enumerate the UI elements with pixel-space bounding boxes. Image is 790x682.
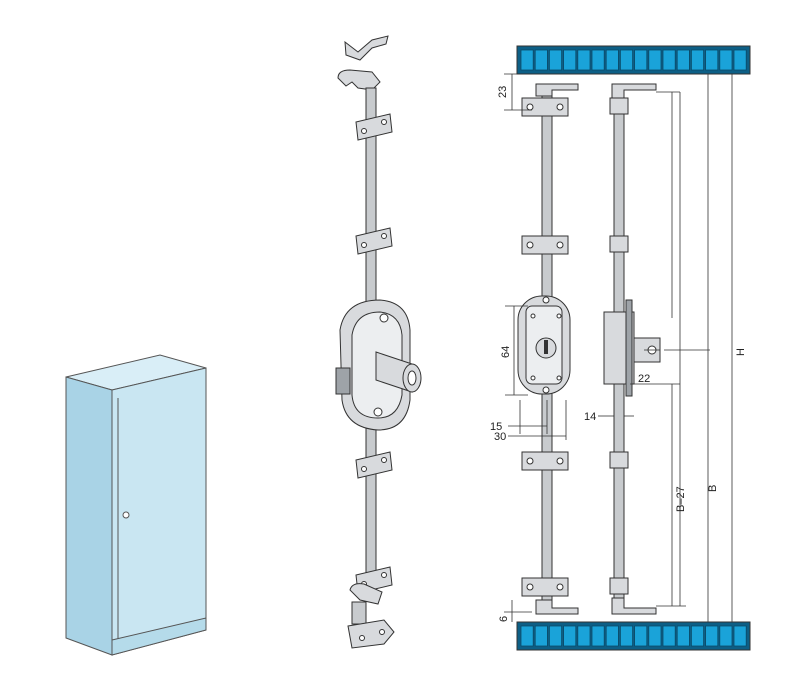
frame-cell bbox=[591, 625, 605, 647]
cabinet-front bbox=[111, 367, 207, 656]
front-guide-4 bbox=[521, 577, 569, 597]
frame-cell bbox=[577, 625, 591, 647]
guide-perspective-1 bbox=[355, 113, 393, 141]
rod-bottom bbox=[365, 419, 377, 591]
front-guide-2 bbox=[521, 235, 569, 255]
side-bottom-hook bbox=[611, 597, 657, 615]
frame-cell bbox=[648, 49, 662, 71]
bottom-strike-plate bbox=[347, 619, 395, 649]
dim-30: 30 bbox=[494, 431, 506, 443]
cabinet-illustration bbox=[65, 354, 207, 656]
side-lock-body bbox=[603, 299, 661, 397]
top-frame-bar bbox=[516, 45, 751, 75]
bottom-hook bbox=[349, 583, 383, 605]
frame-cell bbox=[662, 49, 676, 71]
top-hook bbox=[337, 69, 381, 91]
dim-64: 64 bbox=[500, 346, 512, 358]
frame-cell bbox=[634, 625, 648, 647]
frame-cell bbox=[691, 49, 705, 71]
dim-23: 23 bbox=[497, 86, 509, 98]
lock-body-perspective bbox=[335, 299, 422, 431]
side-guide-3 bbox=[609, 451, 629, 469]
dim-b27: B–27 bbox=[675, 486, 687, 512]
frame-cell bbox=[534, 49, 548, 71]
dim-6: 6 bbox=[498, 616, 510, 622]
top-strike-bracket bbox=[344, 35, 389, 61]
frame-cell bbox=[520, 49, 534, 71]
front-guide-3 bbox=[521, 451, 569, 471]
frame-cell bbox=[676, 625, 690, 647]
cabinet-keyhole bbox=[122, 511, 130, 519]
dim-15: 15 bbox=[490, 421, 502, 433]
side-guide-2 bbox=[609, 235, 629, 253]
frame-cell bbox=[719, 625, 733, 647]
lock-front-view bbox=[517, 83, 579, 615]
frame-cell bbox=[563, 625, 577, 647]
frame-cell bbox=[705, 49, 719, 71]
frame-cell bbox=[705, 625, 719, 647]
dim-h: H bbox=[735, 348, 747, 356]
bottom-rod-end bbox=[351, 601, 367, 625]
frame-cell bbox=[733, 625, 747, 647]
frame-cell bbox=[620, 49, 634, 71]
frame-cell bbox=[719, 49, 733, 71]
front-lock-case bbox=[517, 295, 571, 395]
frame-cell bbox=[549, 625, 563, 647]
frame-cell bbox=[634, 49, 648, 71]
frame-cell bbox=[605, 625, 619, 647]
frame-cell bbox=[520, 625, 534, 647]
dim-22: 22 bbox=[638, 373, 650, 385]
dimension-lines bbox=[504, 73, 744, 623]
frame-cell bbox=[733, 49, 747, 71]
guide-perspective-3 bbox=[355, 451, 393, 479]
frame-cell bbox=[577, 49, 591, 71]
frame-cell bbox=[620, 625, 634, 647]
frame-cell bbox=[676, 49, 690, 71]
lock-perspective bbox=[335, 35, 422, 649]
cabinet-plinth bbox=[111, 617, 207, 656]
frame-cell bbox=[662, 625, 676, 647]
bottom-frame-bar bbox=[516, 621, 751, 651]
frame-cell bbox=[549, 49, 563, 71]
frame-cell bbox=[591, 49, 605, 71]
frame-cell bbox=[563, 49, 577, 71]
dimension-labels: 23 64 15 30 14 22 B–27 B H 6 bbox=[490, 86, 747, 622]
guide-perspective-2 bbox=[355, 227, 393, 255]
front-bottom-hook bbox=[535, 599, 579, 615]
frame-cell bbox=[691, 625, 705, 647]
side-guide-1 bbox=[609, 97, 629, 115]
front-top-hook bbox=[535, 83, 579, 97]
dim-b: B bbox=[707, 485, 719, 492]
side-guide-4 bbox=[609, 577, 629, 595]
lock-side-view bbox=[603, 83, 661, 615]
frame-cell bbox=[605, 49, 619, 71]
frame-cell bbox=[534, 625, 548, 647]
frame-cell bbox=[648, 625, 662, 647]
cabinet-side bbox=[65, 376, 113, 656]
dim-14: 14 bbox=[584, 411, 596, 423]
front-guide-1 bbox=[521, 97, 569, 117]
